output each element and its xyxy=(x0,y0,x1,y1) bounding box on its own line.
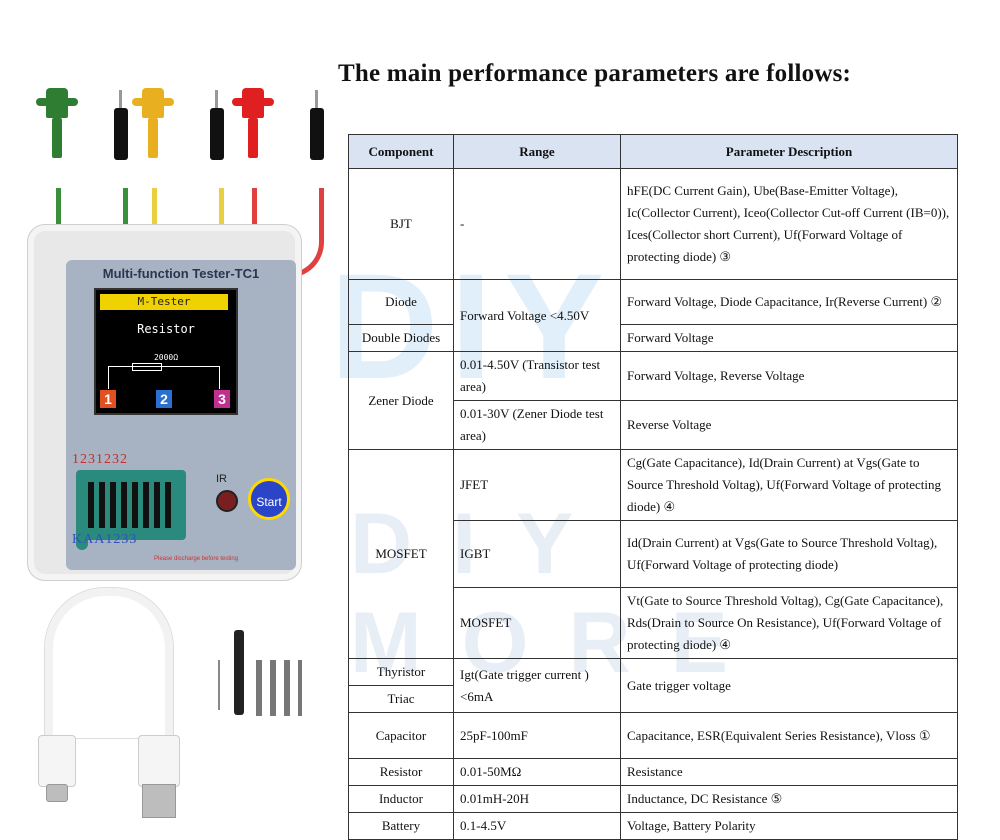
table-row: Resistor 0.01-50MΩ Resistance xyxy=(348,758,958,786)
cell-component: Diode xyxy=(348,279,454,325)
warning-label: Please discharge before testing xyxy=(154,556,239,562)
usb-c-tip xyxy=(46,784,68,802)
cell-range: 0.01mH-20H xyxy=(453,785,621,813)
cell-range: MOSFET xyxy=(453,587,621,659)
table-row: MOSFET JFET Cg(Gate Capacitance), Id(Dra… xyxy=(348,449,958,659)
table-row: Zener Diode 0.01-4.50V (Transistor test … xyxy=(348,351,958,450)
pin-row-bottom: KAA1233 xyxy=(72,532,138,547)
table-row: MOSFET Vt(Gate to Source Threshold Volta… xyxy=(349,587,958,659)
cell-range: 0.01-50MΩ xyxy=(453,758,621,786)
cell-description: Forward Voltage, Diode Capacitance, Ir(R… xyxy=(620,279,958,325)
header-range: Range xyxy=(453,134,621,169)
screen-label: Resistor xyxy=(137,322,195,336)
cell-component: Double Diodes xyxy=(348,324,454,352)
cell-description: Capacitance, ESR(Equivalent Series Resis… xyxy=(620,712,958,759)
zif-socket[interactable] xyxy=(76,470,186,550)
screen-value: 2000Ω xyxy=(153,353,179,362)
header-description: Parameter Description xyxy=(620,134,958,169)
screen-header: M-Tester xyxy=(100,294,228,310)
cell-range: 0.01-30V (Zener Diode test area) xyxy=(453,400,621,450)
table-row: 0.01-30V (Zener Diode test area) Reverse… xyxy=(349,400,958,450)
usb-a-plug xyxy=(138,735,180,787)
capacitor-component xyxy=(234,630,244,715)
start-button[interactable]: Start xyxy=(248,478,290,520)
table-row: Thyristor Igt(Gate trigger current )<6mA… xyxy=(348,658,958,713)
cell-range: 0.1-4.5V xyxy=(453,812,621,840)
cell-component: Zener Diode xyxy=(348,351,454,450)
device-screen: M-Tester Resistor 2000Ω 1 2 3 xyxy=(94,288,238,415)
cell-description: Vt(Gate to Source Threshold Voltag), Cg(… xyxy=(620,587,958,659)
ir-label: IR xyxy=(216,473,227,485)
cell-description: Voltage, Battery Polarity xyxy=(620,812,958,840)
cell-component: Battery xyxy=(348,812,454,840)
table-header-row: Component Range Parameter Description xyxy=(348,134,958,169)
cell-description: Resistance xyxy=(620,758,958,786)
table-row: Capacitor 25pF-100mF Capacitance, ESR(Eq… xyxy=(348,712,958,759)
socket-lever[interactable] xyxy=(76,520,88,550)
cell-description: Inductance, DC Resistance ⑤ xyxy=(620,785,958,813)
screen-pin-2: 2 xyxy=(156,390,172,408)
cell-description: Forward Voltage xyxy=(620,324,958,352)
ir-sensor xyxy=(216,490,238,512)
cell-component: Thyristor xyxy=(348,658,454,686)
table-row: Inductor 0.01mH-20H Inductance, DC Resis… xyxy=(348,785,958,813)
cell-range: JFET xyxy=(453,449,621,521)
transistor-components xyxy=(256,660,302,716)
page-heading: The main performance parameters are foll… xyxy=(338,60,852,87)
cell-range: Forward Voltage <4.50V xyxy=(453,279,621,352)
pin-row-top: 1231232 xyxy=(72,452,128,467)
cell-component: Capacitor xyxy=(348,712,454,759)
cell-range: 0.01-4.50V (Transistor test area) xyxy=(453,351,621,401)
usb-c-plug xyxy=(38,735,76,787)
device-title: Multi-function Tester-TC1 xyxy=(102,266,260,281)
cell-description: Reverse Voltage xyxy=(620,400,958,450)
usb-a-tip xyxy=(142,784,176,818)
cell-description: Gate trigger voltage xyxy=(620,658,958,713)
cell-component: Triac xyxy=(348,685,454,713)
cell-description: hFE(DC Current Gain), Ube(Base-Emitter V… xyxy=(620,168,958,280)
cell-description: Forward Voltage, Reverse Voltage xyxy=(620,351,958,401)
screen-circuit xyxy=(108,366,220,389)
header-component: Component xyxy=(348,134,454,169)
resistor-symbol xyxy=(132,363,162,371)
usb-cable xyxy=(45,588,173,738)
screen-pin-3: 3 xyxy=(214,390,230,408)
device-panel: Multi-function Tester-TC1 M-Tester Resis… xyxy=(66,260,296,570)
table-row: Double Diodes Forward Voltage xyxy=(348,324,958,352)
parameters-table: Component Range Parameter Description BJ… xyxy=(348,134,958,840)
table-row: IGBT Id(Drain Current) at Vgs(Gate to So… xyxy=(349,520,958,588)
tester-device: Multi-function Tester-TC1 M-Tester Resis… xyxy=(27,224,302,581)
table-row: Battery 0.1-4.5V Voltage, Battery Polari… xyxy=(348,812,958,840)
table-row: BJT - hFE(DC Current Gain), Ube(Base-Emi… xyxy=(348,168,958,280)
led-component xyxy=(218,660,220,710)
cell-description: Id(Drain Current) at Vgs(Gate to Source … xyxy=(620,520,958,588)
cell-range: 25pF-100mF xyxy=(453,712,621,759)
screen-pin-1: 1 xyxy=(100,390,116,408)
cell-component: BJT xyxy=(348,168,454,280)
cell-component: MOSFET xyxy=(348,449,454,659)
cell-range: IGBT xyxy=(453,520,621,588)
cell-component: Resistor xyxy=(348,758,454,786)
cell-range: Igt(Gate trigger current )<6mA xyxy=(453,658,621,713)
cell-component: Inductor xyxy=(348,785,454,813)
cell-range: - xyxy=(453,168,621,280)
table-row: Diode Forward Voltage <4.50V Forward Vol… xyxy=(348,279,958,352)
cell-description: Cg(Gate Capacitance), Id(Drain Current) … xyxy=(620,449,958,521)
